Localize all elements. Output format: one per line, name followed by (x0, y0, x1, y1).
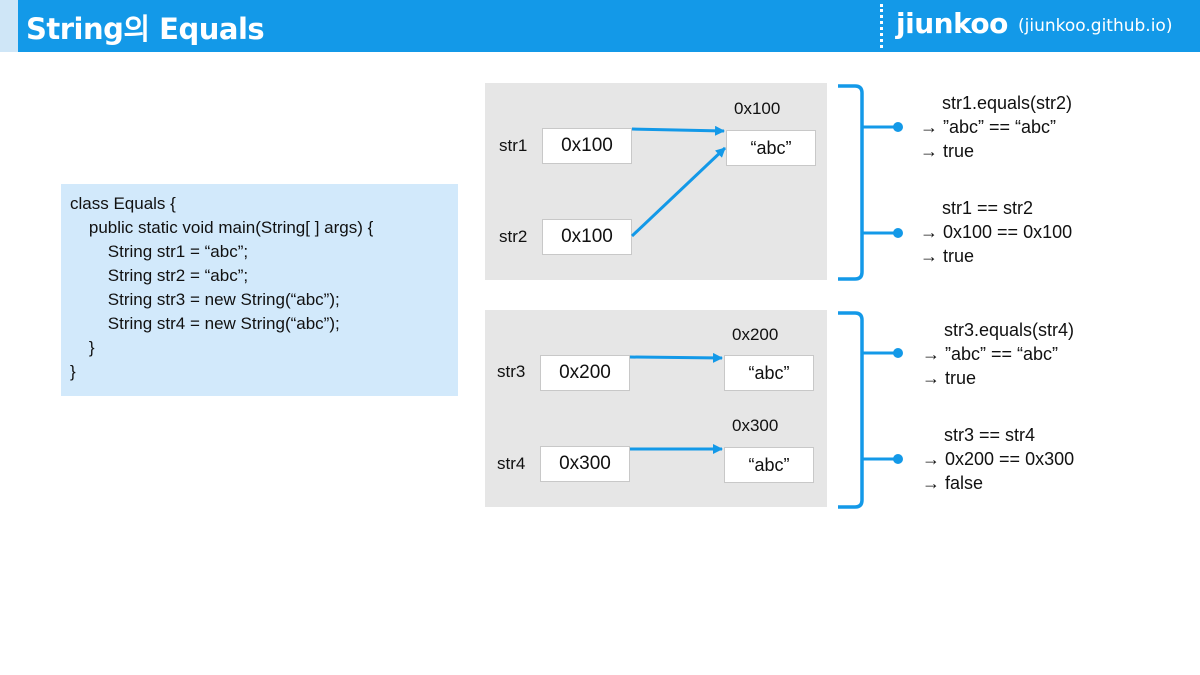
page-title: String의 Equals (26, 12, 265, 46)
connector-dot-2 (893, 228, 903, 238)
code-line: } (70, 362, 76, 381)
ref-box-str2: 0x100 (542, 219, 632, 255)
result-step: → ”abc” == “abc” (922, 344, 1059, 364)
result-str1-identity-str2: str1 == str2 → 0x100 == 0x100 → true (920, 196, 1072, 268)
result-step: → 0x200 == 0x300 (922, 449, 1075, 469)
header-background (18, 0, 1200, 52)
header-bar: String의 Equals jiunkoo (jiunkoo.github.i… (0, 0, 1200, 52)
connector-dot-3 (893, 348, 903, 358)
code-line: String str2 = “abc”; (70, 266, 249, 285)
arrow-str3-to-object (629, 352, 723, 363)
result-step: → 0x100 == 0x100 (920, 222, 1073, 242)
code-line: class Equals { (70, 194, 176, 213)
string-object-0x100: “abc” (726, 130, 816, 166)
ref-box-str1: 0x100 (542, 128, 632, 164)
code-line: String str3 = new String(“abc”); (70, 290, 340, 309)
brand-name: jiunkoo (896, 7, 1008, 40)
code-line: } (70, 338, 95, 357)
result-value: → false (922, 473, 984, 493)
brand-separator (880, 4, 883, 48)
brace-panel-1 (838, 84, 864, 281)
result-value: → true (920, 141, 975, 161)
code-line: String str4 = new String(“abc”); (70, 314, 340, 333)
ref-box-str3: 0x200 (540, 355, 630, 391)
object-address-0x100: 0x100 (734, 99, 781, 118)
result-value: → true (920, 246, 975, 266)
code-line: public static void main(String[ ] args) … (70, 218, 374, 237)
string-object-0x200: “abc” (724, 355, 814, 391)
brace-panel-2 (838, 311, 864, 509)
result-str3-identity-str4: str3 == str4 → 0x200 == 0x300 → false (922, 423, 1074, 495)
object-address-0x200: 0x200 (732, 325, 779, 344)
result-str3-equals-str4: str3.equals(str4) → ”abc” == “abc” → tru… (922, 318, 1074, 390)
arrow-str2-to-object (630, 146, 727, 238)
arrow-str1-to-object (631, 125, 725, 136)
var-label-str4: str4 (497, 454, 526, 473)
result-value: → true (922, 368, 977, 388)
connector-dot-4 (893, 454, 903, 464)
result-str1-equals-str2: str1.equals(str2) → ”abc” == “abc” → tru… (920, 91, 1072, 163)
connector-dot-1 (893, 122, 903, 132)
string-object-0x300: “abc” (724, 447, 814, 483)
code-line: String str1 = “abc”; (70, 242, 249, 261)
result-expr: str3.equals(str4) (944, 320, 1075, 340)
var-label-str1: str1 (499, 136, 528, 155)
var-label-str2: str2 (499, 227, 528, 246)
ref-box-str4: 0x300 (540, 446, 630, 482)
result-expr: str1.equals(str2) (942, 93, 1073, 113)
result-expr: str3 == str4 (944, 425, 1036, 445)
code-block: class Equals { public static void main(S… (61, 184, 458, 396)
result-expr: str1 == str2 (942, 198, 1034, 218)
var-label-str3: str3 (497, 362, 526, 381)
header-accent-strip (0, 0, 18, 52)
result-step: → ”abc” == “abc” (920, 117, 1057, 137)
brand-url: (jiunkoo.github.io) (1018, 16, 1173, 36)
object-address-0x300: 0x300 (732, 416, 779, 435)
